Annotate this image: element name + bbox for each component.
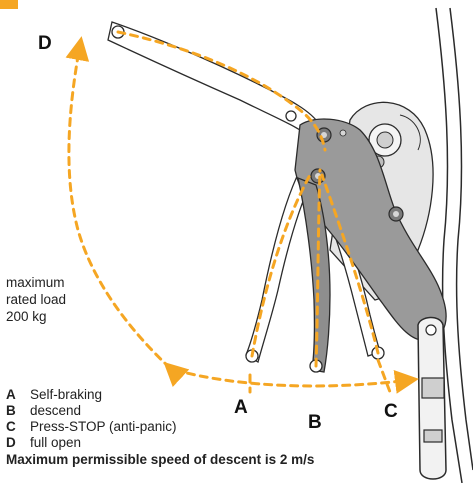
max-speed-note: Maximum permissible speed of descent is … (6, 452, 314, 468)
legend-key: D (6, 435, 30, 451)
legend-key: B (6, 403, 30, 419)
legend-item: D full open (6, 435, 314, 451)
max-load-line-1: maximum (6, 274, 66, 291)
legend-label: descend (30, 403, 81, 419)
position-legend: A Self-braking B descend C Press-STOP (a… (6, 387, 314, 468)
legend-label: Self-braking (30, 387, 102, 403)
position-label-D: D (38, 34, 52, 53)
lever-ghost-D (108, 22, 320, 138)
max-load-note: maximum rated load 200 kg (6, 274, 66, 325)
max-load-line-2: rated load (6, 291, 66, 308)
carabiner (418, 317, 446, 479)
max-load-line-3: 200 kg (6, 308, 66, 325)
position-label-C: C (384, 402, 398, 421)
legend-item: C Press-STOP (anti-panic) (6, 419, 314, 435)
legend-key: C (6, 419, 30, 435)
legend-key: A (6, 387, 30, 403)
legend-label: Press-STOP (anti-panic) (30, 419, 177, 435)
legend-item: B descend (6, 403, 314, 419)
legend-label: full open (30, 435, 81, 451)
legend-item: A Self-braking (6, 387, 314, 403)
